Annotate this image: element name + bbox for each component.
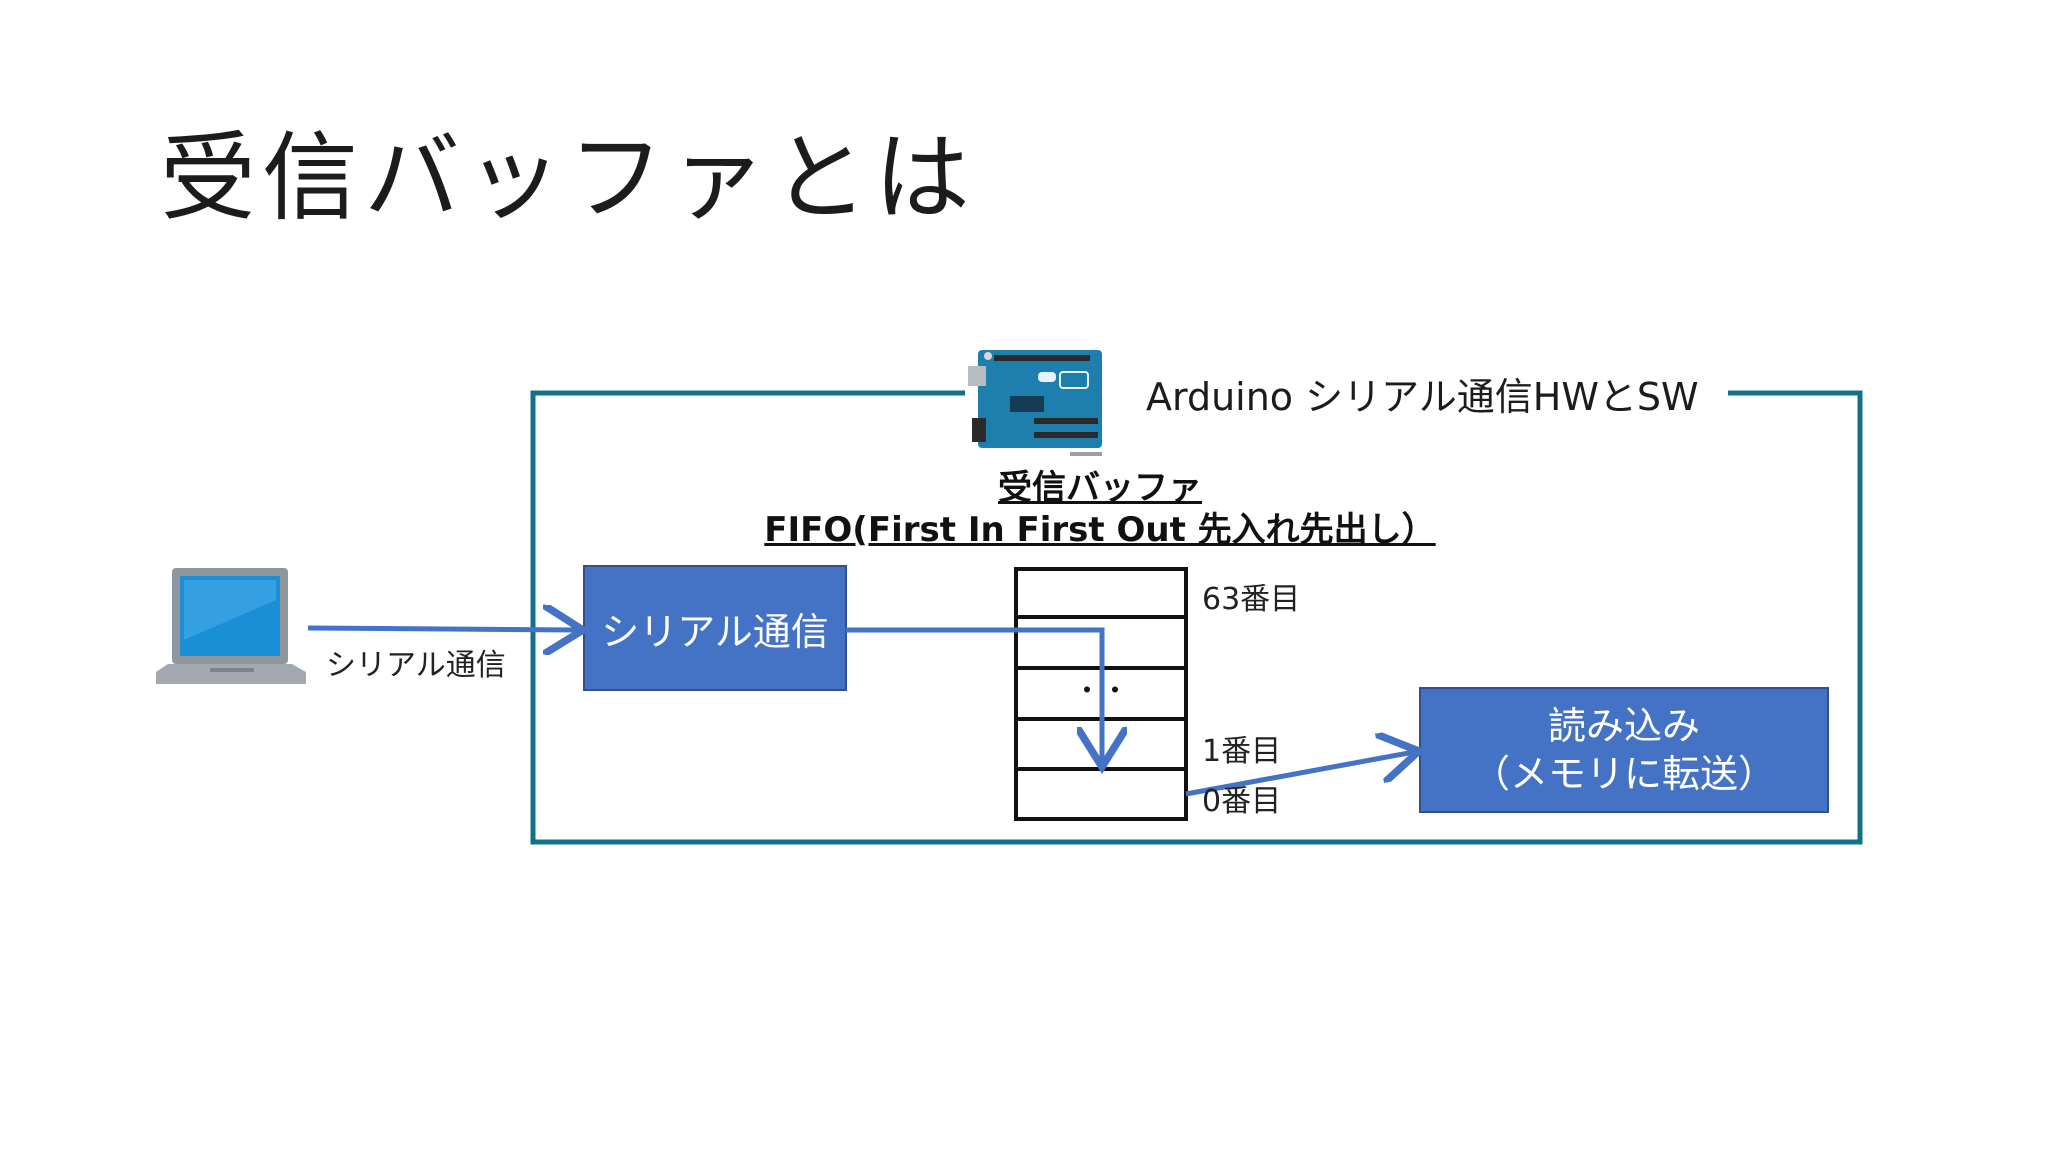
buffer-subtitle: FIFO(First In First Out 先入れ先出し） (764, 510, 1436, 550)
hw-frame (530, 390, 1863, 845)
serial-box (583, 565, 847, 691)
read-box-label: 読み込み （メモリに転送） (1420, 688, 1828, 812)
read-box-line1: 読み込み (1547, 704, 1700, 748)
buffer-index-1: 1番目 (1202, 734, 1282, 769)
slide-title: 受信バッファとは (160, 122, 976, 234)
arrow-buffer-to-read (1185, 752, 1414, 797)
arduino-board-icon (968, 350, 1102, 456)
buffer-index-63: 63番目 (1202, 582, 1301, 617)
buffer-index-0: 0番目 (1202, 784, 1282, 819)
arrow-laptop-to-serial (307, 628, 578, 630)
arrow-serial-to-buffer (846, 627, 1102, 762)
read-box-line2: （メモリに転送） (1471, 752, 1776, 796)
serial-link-label: シリアル通信 (326, 648, 506, 683)
hw-label: Arduino シリアル通信HWとSW (1140, 366, 1705, 421)
read-box (1419, 687, 1829, 813)
buffer-title: 受信バッファ (998, 468, 1202, 508)
laptop-icon (156, 568, 306, 684)
buffer-ellipsis: ・・ (1073, 674, 1129, 707)
serial-box-label: シリアル通信 (601, 609, 829, 654)
